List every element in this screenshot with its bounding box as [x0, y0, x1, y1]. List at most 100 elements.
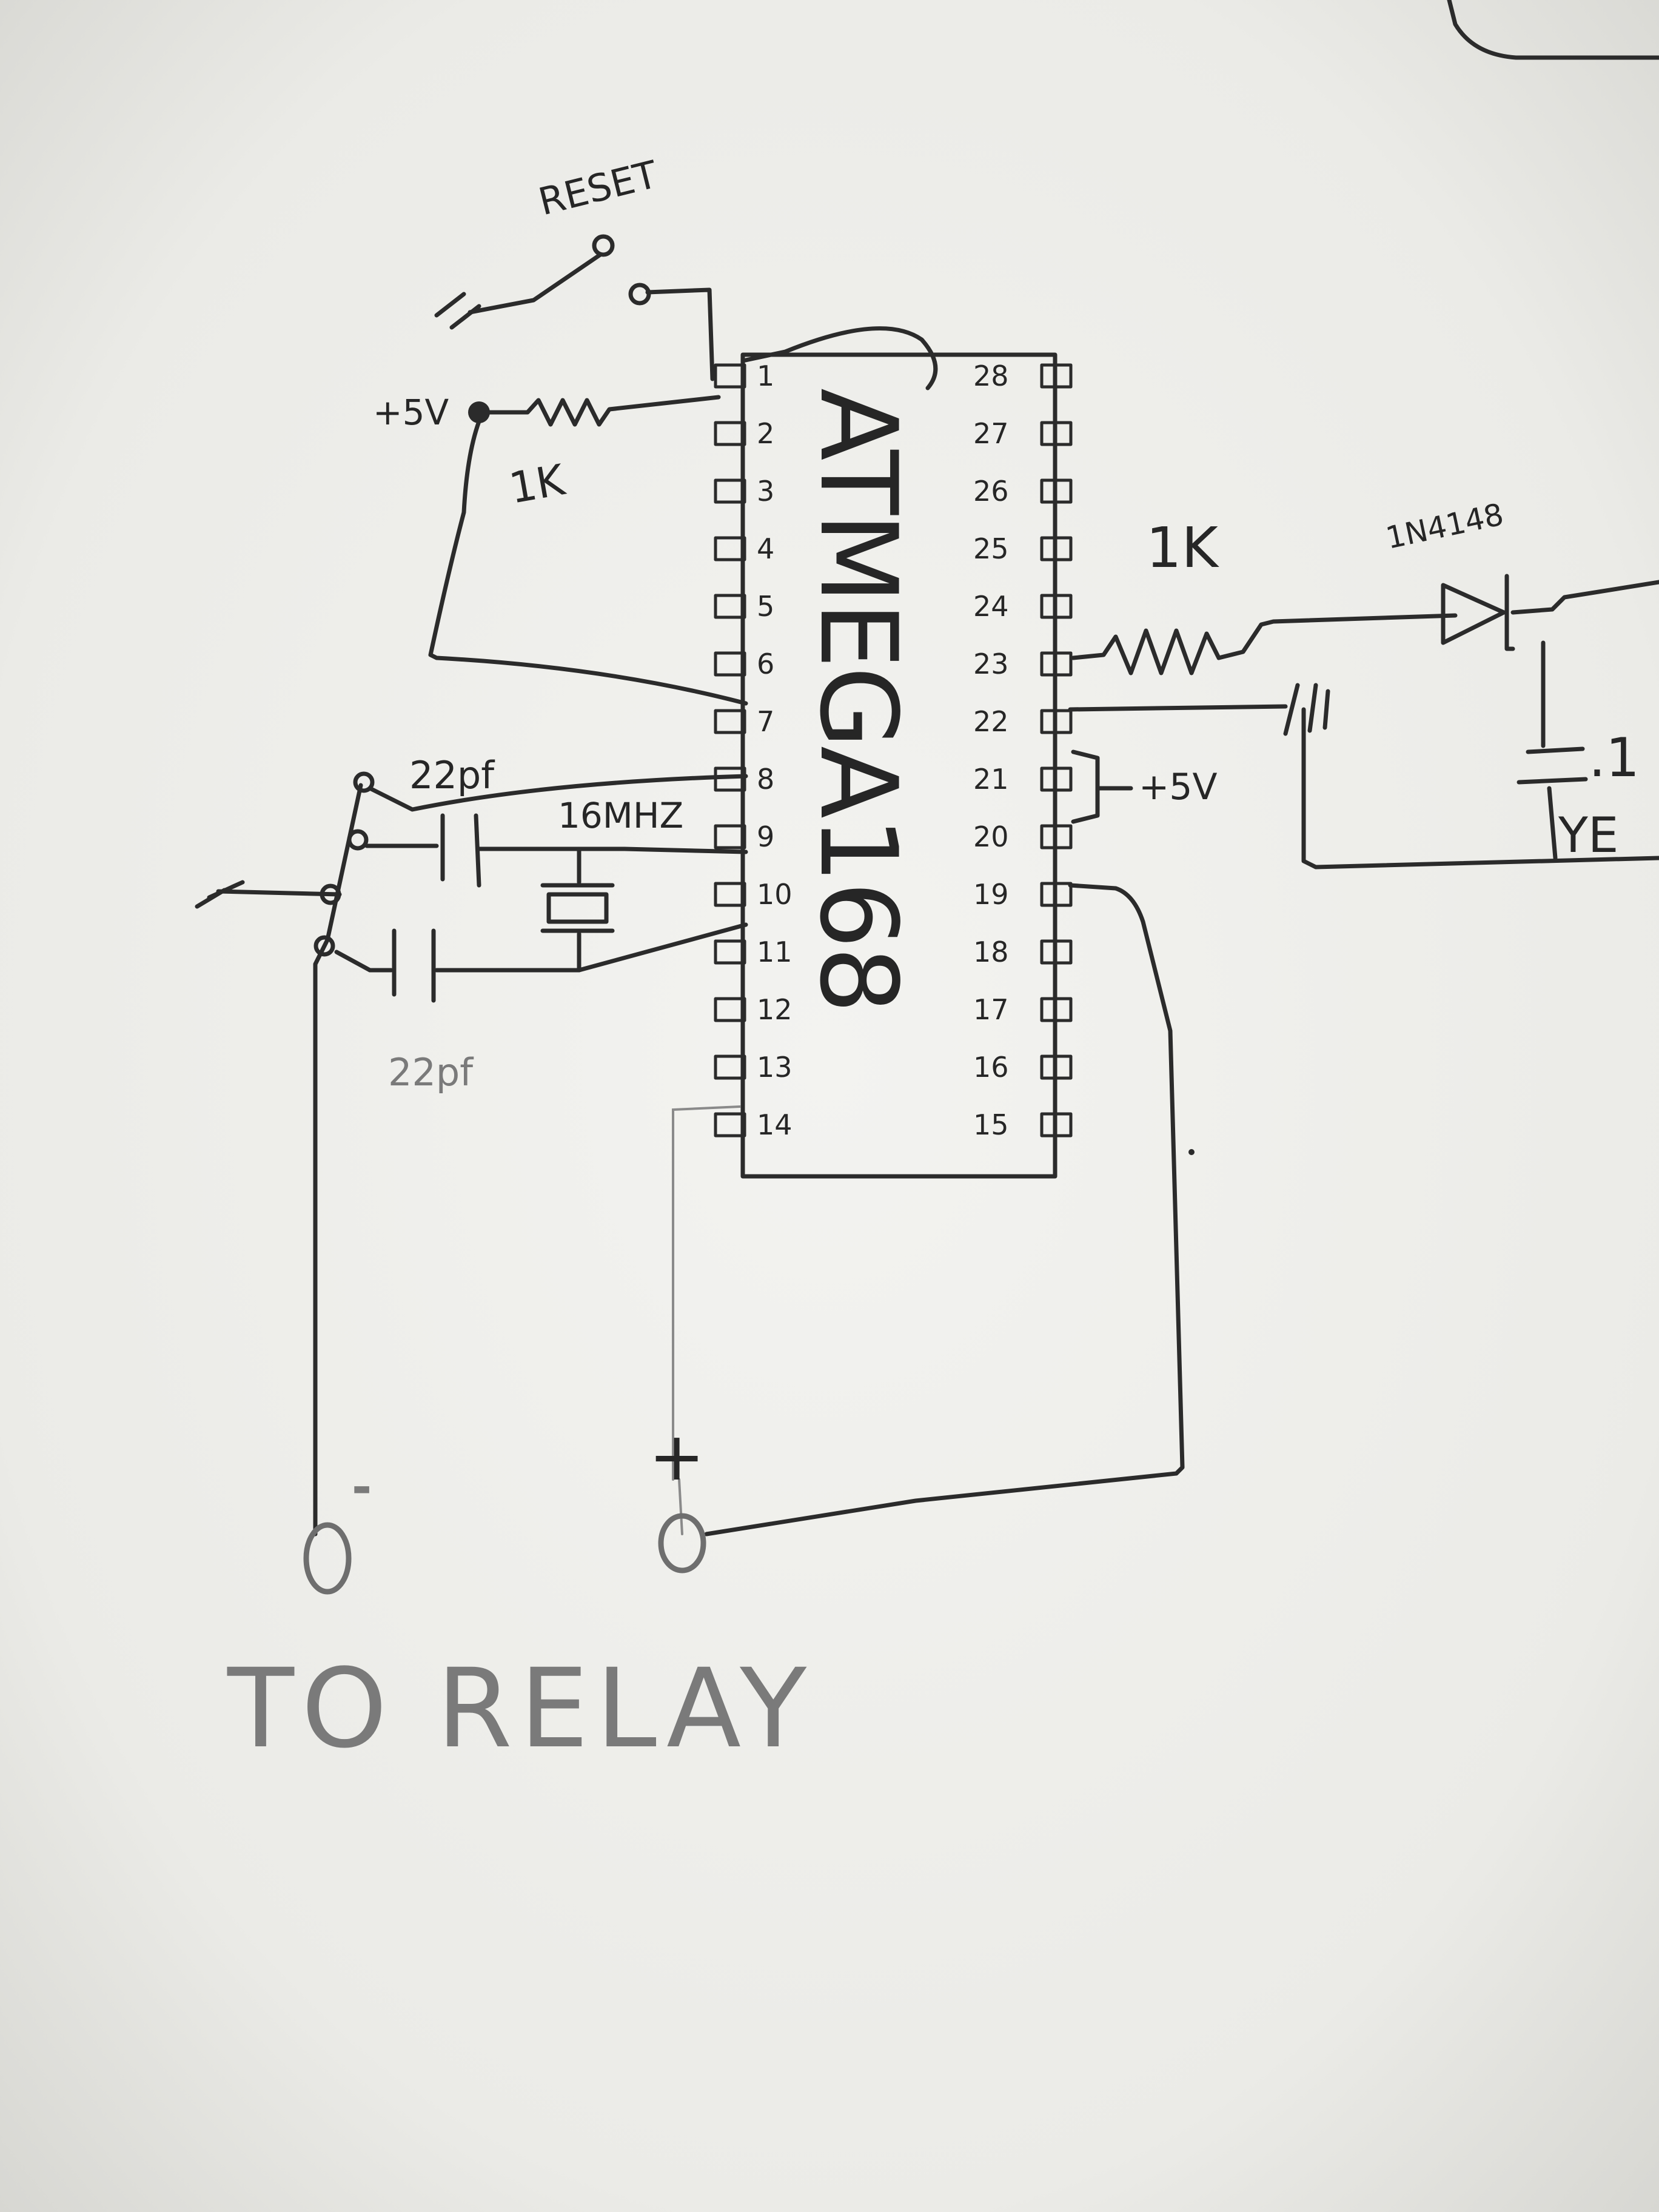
- right-pin-number: 22: [973, 705, 1009, 738]
- reset-resistor-label: 1K: [506, 455, 569, 514]
- left-pin: [714, 709, 746, 734]
- right-pin: [1040, 478, 1073, 504]
- right-pin: [1040, 1112, 1073, 1138]
- left-pin-number: 7: [757, 705, 774, 738]
- left-pin: [714, 536, 746, 561]
- left-pin: [714, 1054, 746, 1080]
- right-pin: [1040, 594, 1073, 619]
- top-load-capacitor: [364, 813, 748, 888]
- pin14-wire-lower: [678, 1478, 683, 1535]
- left-pin: [714, 939, 746, 965]
- ground-node-2: [347, 829, 369, 851]
- right-pin: [1040, 824, 1073, 850]
- left-pin-number: 13: [757, 1051, 793, 1084]
- right-pin: [1040, 997, 1073, 1022]
- xtal-wire-pin8: [367, 774, 748, 812]
- left-pin: [714, 882, 746, 907]
- left-pin: [714, 594, 746, 619]
- chip-body: [740, 352, 1057, 1179]
- ground-wire: [216, 889, 342, 897]
- ground-node-3: [320, 883, 341, 905]
- plus5v-reset-label: +5V: [373, 392, 449, 433]
- right-pin: [1040, 939, 1073, 965]
- right-pin-numbers: 28 27 26 25 24 23 22 21 20 19 18 17 16 15: [973, 360, 1009, 1141]
- left-pin: [714, 421, 746, 446]
- pin14-wire: [672, 1105, 741, 1481]
- pin19-relay-wire: [704, 883, 1185, 1537]
- right-pin-boxes: [1040, 363, 1073, 1138]
- right-pin: [1040, 709, 1073, 734]
- plus5v-junction: [468, 401, 490, 423]
- left-pin-number: 1: [757, 360, 774, 392]
- left-pin: [714, 651, 746, 677]
- right-pin: [1040, 421, 1073, 446]
- crystal-icon: [540, 846, 615, 973]
- plus5v-right-label: +5V: [1139, 766, 1218, 808]
- right-pin-number: 28: [973, 360, 1009, 392]
- right-pin-number: 24: [973, 590, 1009, 623]
- plus-label: +: [649, 1418, 705, 1495]
- bottom-cap-label: 22pf: [388, 1050, 474, 1094]
- relay-plus-terminal: [658, 1513, 706, 1574]
- left-pin-number: 4: [757, 532, 774, 565]
- minus-label: -: [352, 1459, 372, 1515]
- left-pin-number: 3: [757, 475, 774, 508]
- reset-wire: [645, 287, 715, 381]
- right-pin: [1040, 363, 1073, 389]
- reset-switch-contact-top: [592, 234, 615, 257]
- right-pin-number: 16: [973, 1051, 1009, 1084]
- right-pin: [1040, 1054, 1073, 1080]
- ground-node-4: [313, 935, 335, 957]
- bottom-load-capacitor: [334, 922, 748, 1003]
- corner-box-outline: [1447, 0, 1659, 60]
- reset-resistor: [488, 395, 721, 427]
- relay-minus-terminal: [303, 1522, 352, 1595]
- right-pin-number: 20: [973, 820, 1009, 853]
- reset-switch-lever: [468, 252, 603, 315]
- left-pin: [714, 997, 746, 1022]
- partial-label: YE: [1558, 807, 1618, 863]
- diode-wire: [1510, 580, 1659, 615]
- crystal-label: 16MHZ: [558, 795, 683, 836]
- right-pin: [1040, 651, 1073, 677]
- right-pin: [1040, 766, 1073, 792]
- left-pin-number: 12: [757, 993, 793, 1026]
- to-relay-label: TO RELAY: [227, 1646, 814, 1772]
- decoupling-capacitor: [1068, 683, 1659, 870]
- diode-icon: [1441, 574, 1515, 651]
- right-pin-number: 25: [973, 532, 1009, 565]
- right-pin-number: 23: [973, 648, 1009, 680]
- left-pin-number: 6: [757, 648, 774, 680]
- led-resistor: [1071, 613, 1458, 675]
- left-pin: [714, 824, 746, 850]
- left-pin-number: 8: [757, 763, 774, 796]
- stray-mark: [1188, 1149, 1195, 1155]
- top-cap-label: 22pf: [409, 753, 495, 797]
- right-pin-number: 17: [973, 993, 1009, 1026]
- right-pin: [1040, 882, 1073, 907]
- left-pin-number: 11: [757, 936, 793, 968]
- left-pin-number: 5: [757, 590, 774, 623]
- right-pin-number: 15: [973, 1108, 1009, 1141]
- left-pin-number: 14: [757, 1108, 793, 1141]
- right-pin-number: 27: [973, 417, 1009, 450]
- right-pin-number: 19: [973, 878, 1009, 911]
- left-pin-number: 10: [757, 878, 793, 911]
- led-resistor-label: 1K: [1146, 515, 1220, 580]
- left-pin-number: 2: [757, 417, 774, 450]
- plus5v-bracket: [1071, 749, 1133, 824]
- chip-notch: [740, 326, 938, 390]
- left-pin: [714, 478, 746, 504]
- right-pin: [1040, 536, 1073, 561]
- right-pin-number: 18: [973, 936, 1009, 968]
- right-pin-number: 21: [973, 763, 1009, 796]
- ground-node-1: [353, 771, 375, 793]
- right-capacitor: [1517, 640, 1588, 860]
- vcc-wire-pin7: [428, 419, 748, 706]
- left-pin: [714, 363, 746, 389]
- chip-name: ATMEGA168: [796, 388, 919, 1011]
- right-pin-number: 26: [973, 475, 1009, 508]
